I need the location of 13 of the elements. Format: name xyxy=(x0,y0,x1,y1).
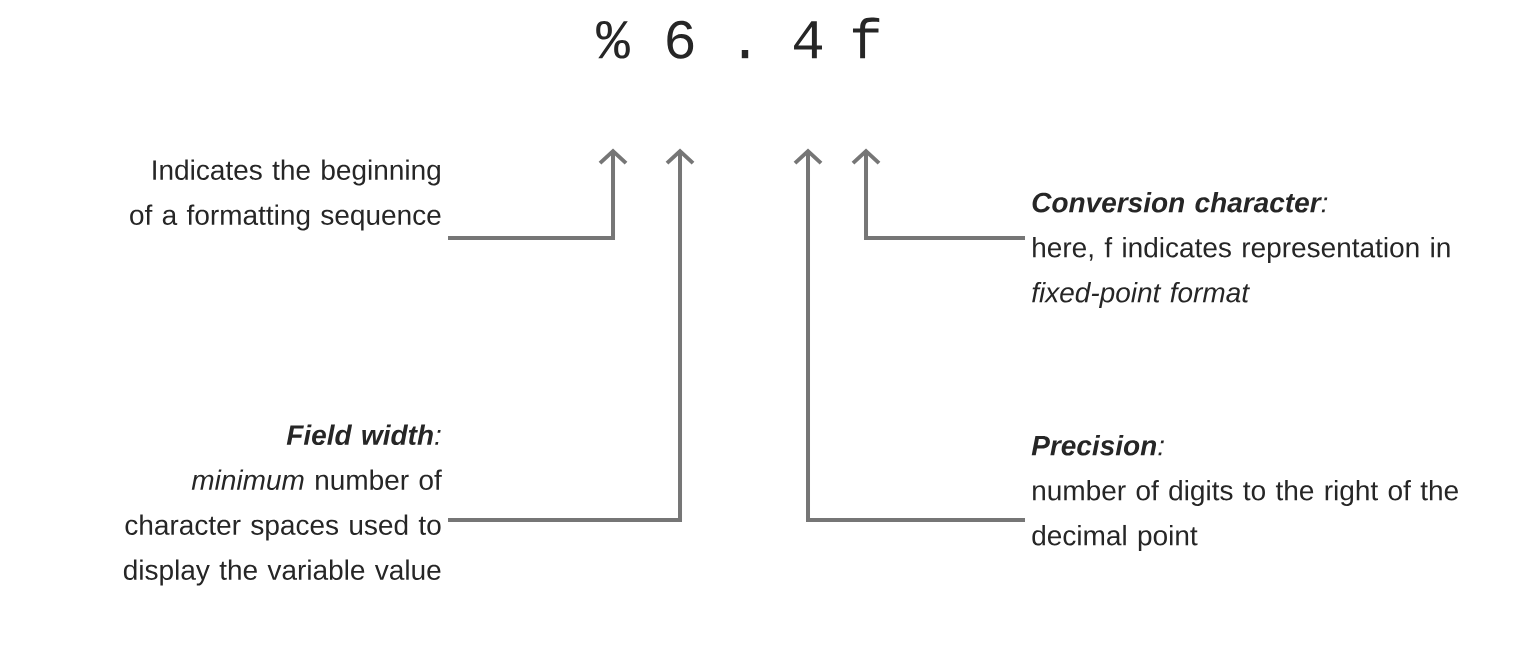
annotation-text: Conversion character: here, f indicates representation in fixed-point format xyxy=(1032,191,1450,309)
annotation-text: Field width: minimum number of character spaces used to display the variable value xyxy=(123,424,442,586)
format-character: 6 xyxy=(667,20,694,59)
annotation-text: Indicates the beginning of a formatting sequence xyxy=(130,159,441,231)
format-character: % xyxy=(596,21,630,59)
leader-arrow xyxy=(793,148,1025,522)
annotation-text: Precision: number of digits to the right of the decimal point xyxy=(1031,434,1458,552)
leader-arrow xyxy=(448,148,628,240)
format-character: 4 xyxy=(794,21,822,59)
format-character: . xyxy=(741,50,749,59)
leader-arrow xyxy=(448,148,695,522)
format-character: f xyxy=(853,17,880,59)
leader-arrow xyxy=(851,148,1025,240)
